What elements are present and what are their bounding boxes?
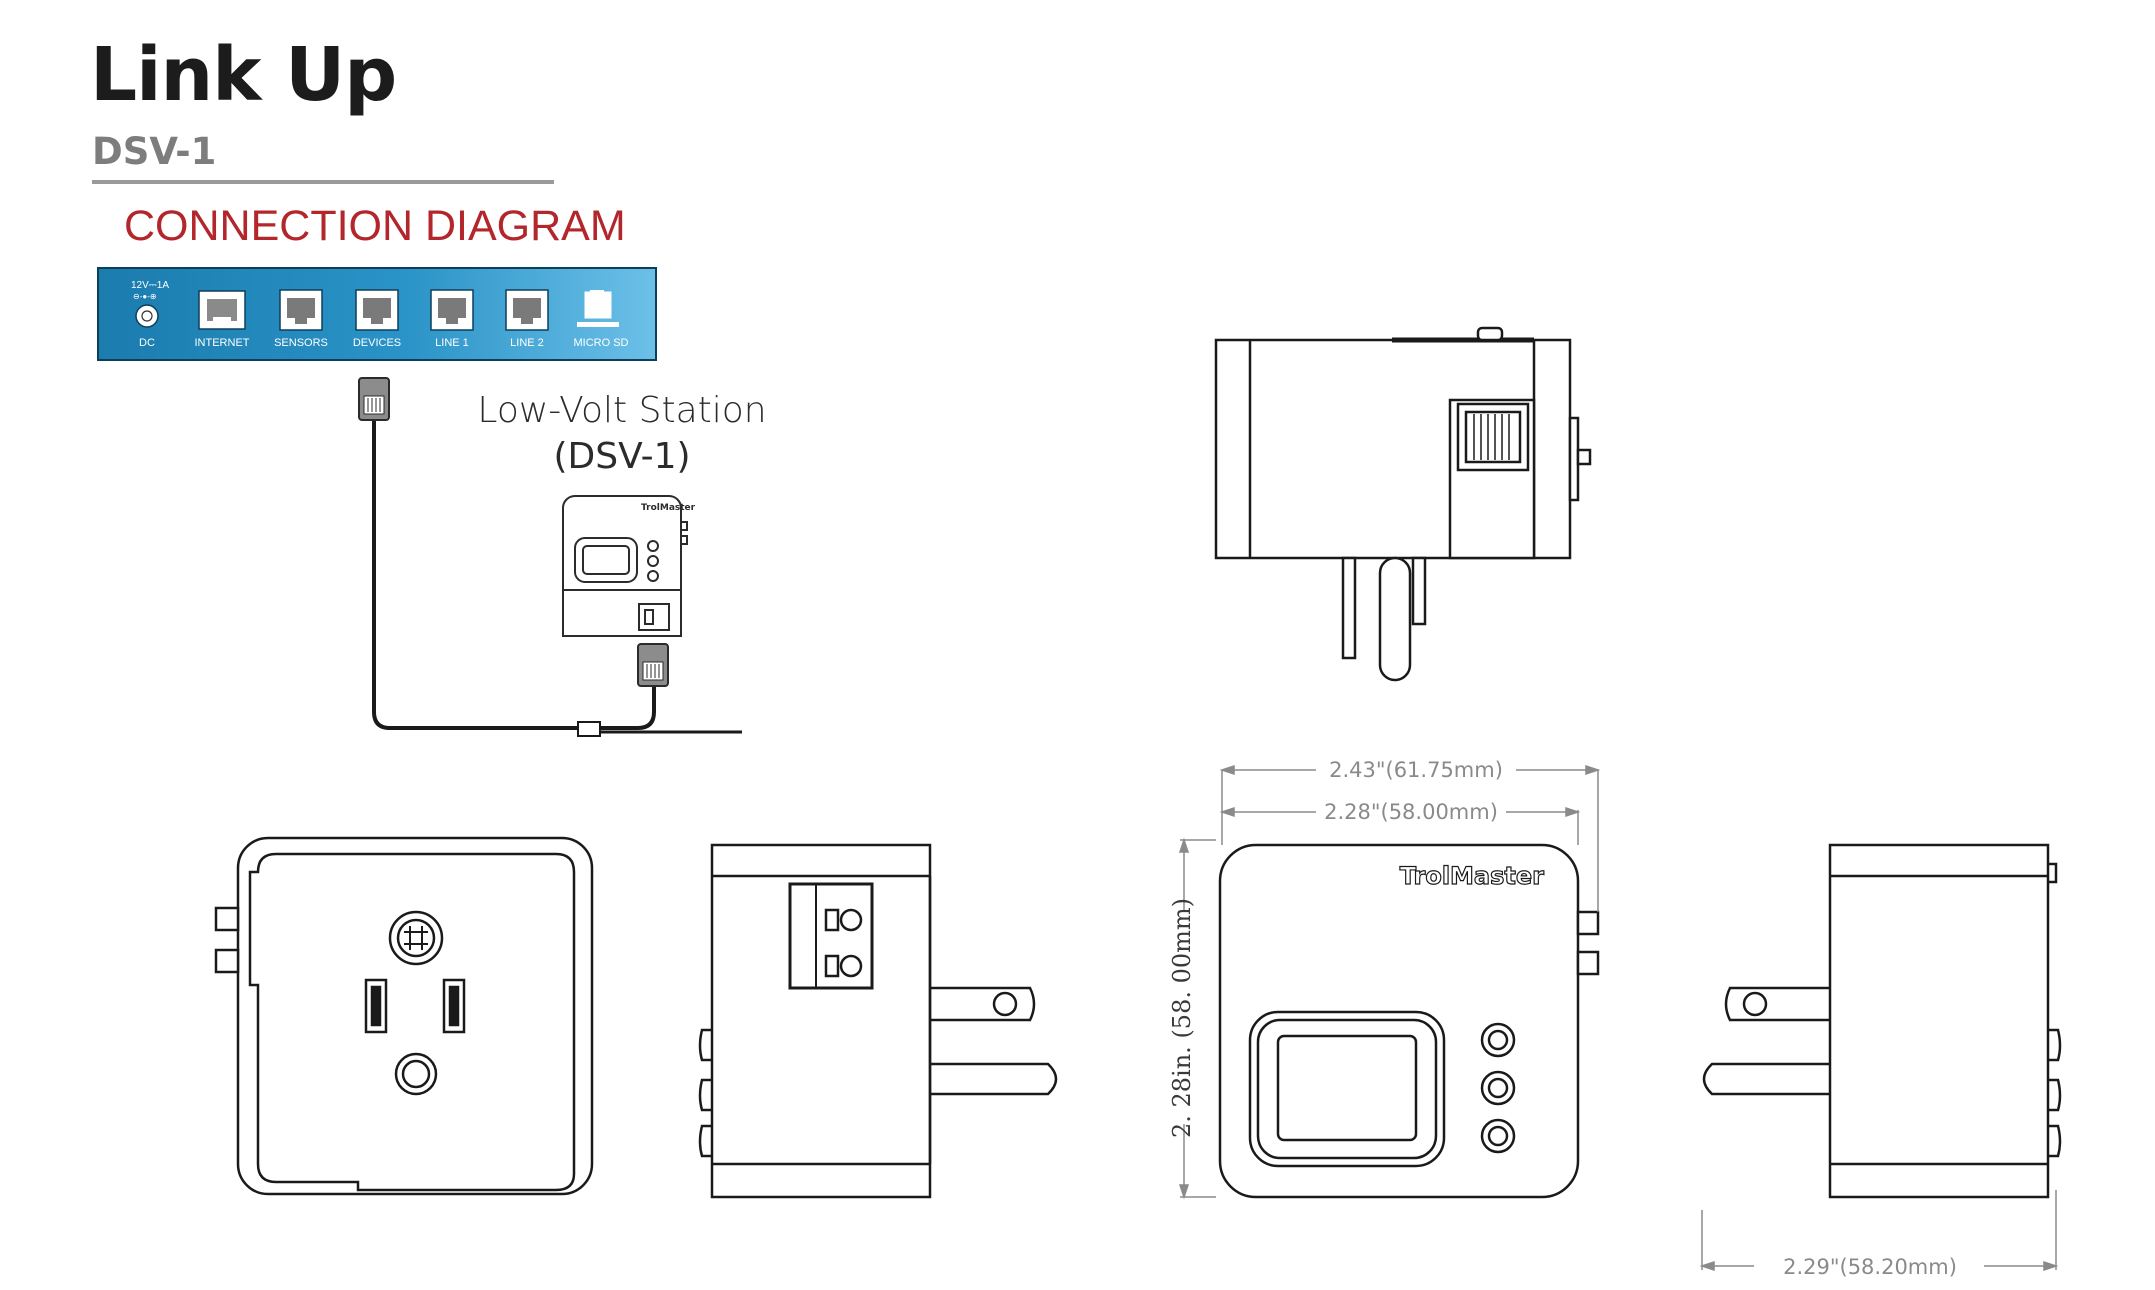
sensors-port-icon: [279, 289, 323, 331]
section-heading: CONNECTION DIAGRAM: [124, 202, 626, 250]
front-view-drawing: [1218, 843, 1600, 1199]
cable-splice-icon: [577, 721, 601, 737]
power-rating-label: 12V⎓1A: [131, 280, 169, 291]
port-label-line2: LINE 2: [510, 337, 544, 349]
micro-sd-slot-icon: [577, 290, 619, 327]
port-label-line1: LINE 1: [435, 337, 469, 349]
line1-port-icon: [430, 289, 474, 331]
connection-cable: [372, 418, 742, 734]
side-view-terminal: [698, 843, 1058, 1199]
internet-port-icon: [198, 290, 246, 330]
station-model-label: (DSV-1): [553, 436, 690, 477]
subtitle-divider: [92, 180, 554, 184]
port-label-sensors: SENSORS: [274, 337, 328, 349]
dimension-depth: 2.29"(58.20mm): [1783, 1255, 1957, 1279]
page-title: Link Up: [90, 32, 397, 118]
station-label: Low-Volt Station: [477, 390, 766, 431]
side-view-right: [1702, 843, 2062, 1199]
port-label-micro-sd: MICRO SD: [574, 337, 629, 349]
dc-jack-icon: [135, 304, 159, 328]
dimension-width-outer: 2.43"(61.75mm): [1329, 758, 1503, 782]
port-label-internet: INTERNET: [195, 337, 250, 349]
controller-port-panel: 12V⎓1A ⊖-●-⊕: [97, 267, 657, 361]
rj-plug-icon: [358, 377, 390, 421]
dimension-height: 2. 28in. (58. 00mm): [1168, 898, 1196, 1138]
polarity-symbol: ⊖-●-⊕: [133, 292, 157, 301]
rj-plug-icon: [637, 643, 669, 687]
model-subtitle: DSV-1: [92, 130, 217, 173]
station-brand-mini: TrolMaster: [641, 503, 696, 513]
devices-port-icon: [355, 289, 399, 331]
station-device-icon: TrolMaster: [562, 495, 696, 637]
line2-port-icon: [505, 289, 549, 331]
outlet-face-view: [214, 836, 594, 1196]
dimension-width-body: 2.28"(58.00mm): [1324, 800, 1498, 824]
dimension-lines: [1178, 764, 2059, 1272]
brand-logo: TrolMaster: [1400, 862, 1544, 890]
top-view-drawing: [1214, 326, 1592, 682]
port-label-dc: DC: [139, 337, 155, 349]
port-label-devices: DEVICES: [353, 337, 401, 349]
